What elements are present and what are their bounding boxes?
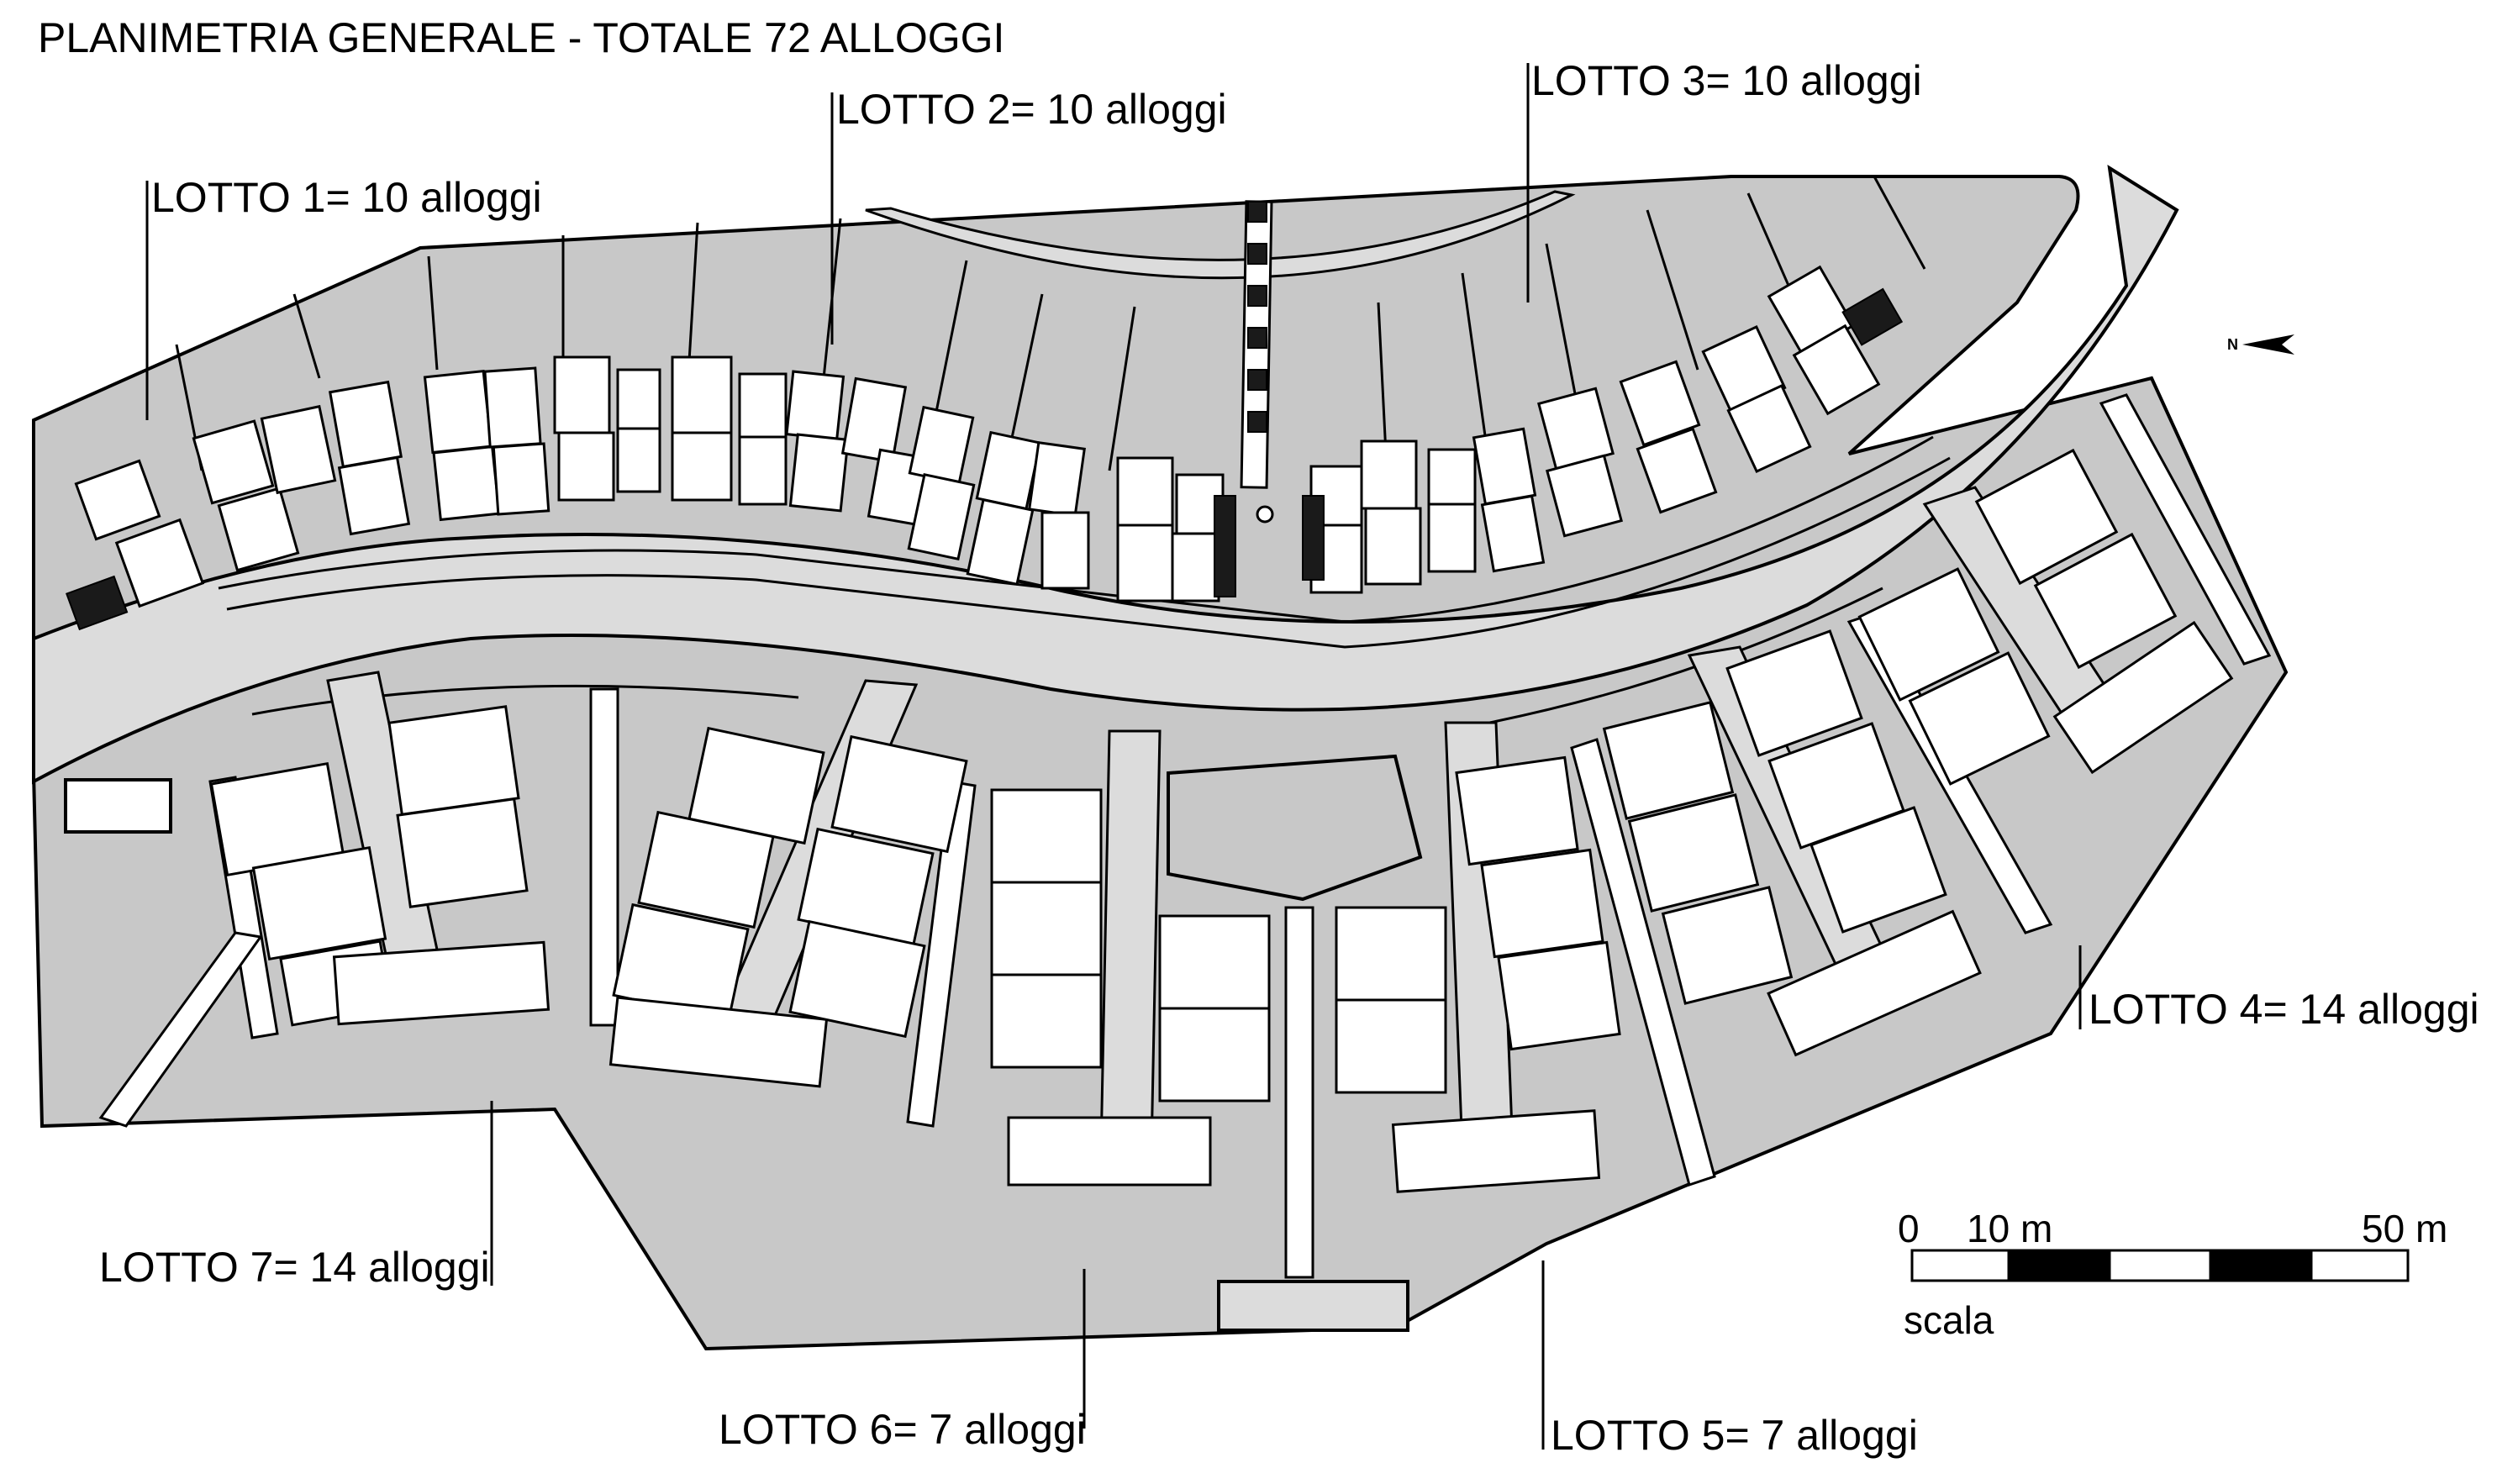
lot-4-label: LOTTO 4= 14 alloggi <box>2089 986 2479 1033</box>
semicircular-green <box>865 190 1576 280</box>
plan-title: PLANIMETRIA GENERALE - TOTALE 72 ALLOGGI <box>38 14 1004 61</box>
parking-stalls <box>218 435 1951 733</box>
lot-1-label: LOTTO 1= 10 alloggi <box>151 174 542 221</box>
fountain <box>1256 505 1274 524</box>
north-arrow-icon <box>2242 334 2294 355</box>
north-row-houses <box>74 265 1881 608</box>
lot-3-label: LOTTO 3= 10 alloggi <box>1531 57 1922 104</box>
service-building-south <box>1217 1280 1409 1332</box>
lot-5-label: LOTTO 5= 7 alloggi <box>1551 1412 1918 1459</box>
scale-segment <box>1910 1249 2010 1282</box>
south-cluster-houses <box>209 448 2234 1193</box>
scale-segment <box>2209 1249 2313 1282</box>
lot-7-label: LOTTO 7= 14 alloggi <box>99 1244 490 1291</box>
lot-2-label: LOTTO 2= 10 alloggi <box>836 86 1227 133</box>
dark-garages <box>66 201 1904 631</box>
lot-6-label: LOTTO 6= 7 alloggi <box>719 1406 1086 1453</box>
scale-tick-50: 50 m <box>2362 1207 2447 1250</box>
central-green <box>1167 754 1423 902</box>
label-leader-lines <box>145 63 2082 1450</box>
north-arrow: N <box>2227 334 2294 355</box>
scale-segment <box>2108 1249 2212 1282</box>
main-road <box>32 165 2179 785</box>
service-building-west <box>64 778 172 834</box>
scale-tick-10: 10 m <box>1967 1207 2052 1250</box>
scale-segment <box>2007 1249 2111 1282</box>
north-label: N <box>2227 336 2238 353</box>
scale-bar: 0 10 m 50 m scala <box>1898 1207 2447 1342</box>
scale-segment <box>2310 1249 2410 1282</box>
scale-tick-0: 0 <box>1898 1207 1920 1250</box>
scale-caption: scala <box>1904 1298 1994 1342</box>
